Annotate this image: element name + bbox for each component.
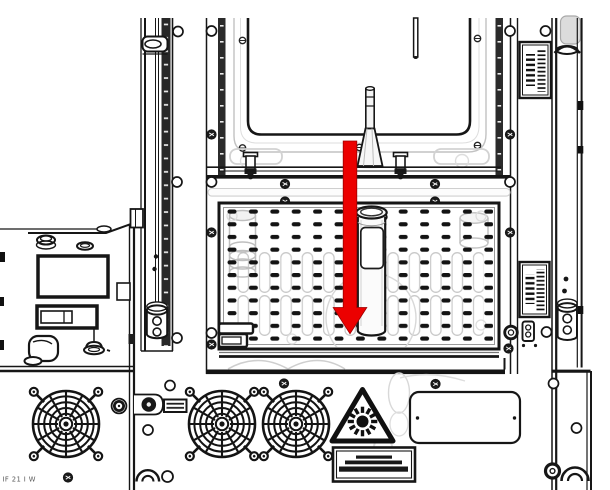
left-rail bbox=[129, 18, 184, 352]
sample-vial bbox=[355, 205, 388, 337]
laser-caution-label bbox=[331, 446, 417, 483]
access-panel bbox=[408, 390, 522, 445]
mini-spec-label bbox=[163, 398, 188, 413]
down-arrow-icon bbox=[332, 140, 368, 335]
barcode-label-top bbox=[518, 40, 553, 100]
bottom-panel bbox=[26, 372, 522, 483]
rail-cylinder-left bbox=[145, 301, 169, 340]
part-number-text: IF 21 I W bbox=[3, 476, 36, 484]
tray-bracket bbox=[217, 322, 255, 349]
rail-cylinder-right bbox=[556, 276, 578, 341]
fan-grille bbox=[26, 384, 106, 464]
vial-label bbox=[359, 226, 385, 270]
antenna-rod bbox=[412, 17, 419, 59]
panel-seam bbox=[207, 178, 511, 207]
barcode-label-bottom bbox=[518, 260, 551, 319]
panel-knob bbox=[134, 393, 164, 416]
fan-grille bbox=[182, 384, 262, 464]
laser-warning-icon bbox=[329, 387, 396, 444]
right-rail bbox=[503, 15, 592, 490]
fan-grille bbox=[256, 384, 336, 464]
thumb-screw bbox=[110, 397, 128, 415]
connector-cluster bbox=[503, 320, 553, 354]
left-module bbox=[0, 223, 136, 490]
